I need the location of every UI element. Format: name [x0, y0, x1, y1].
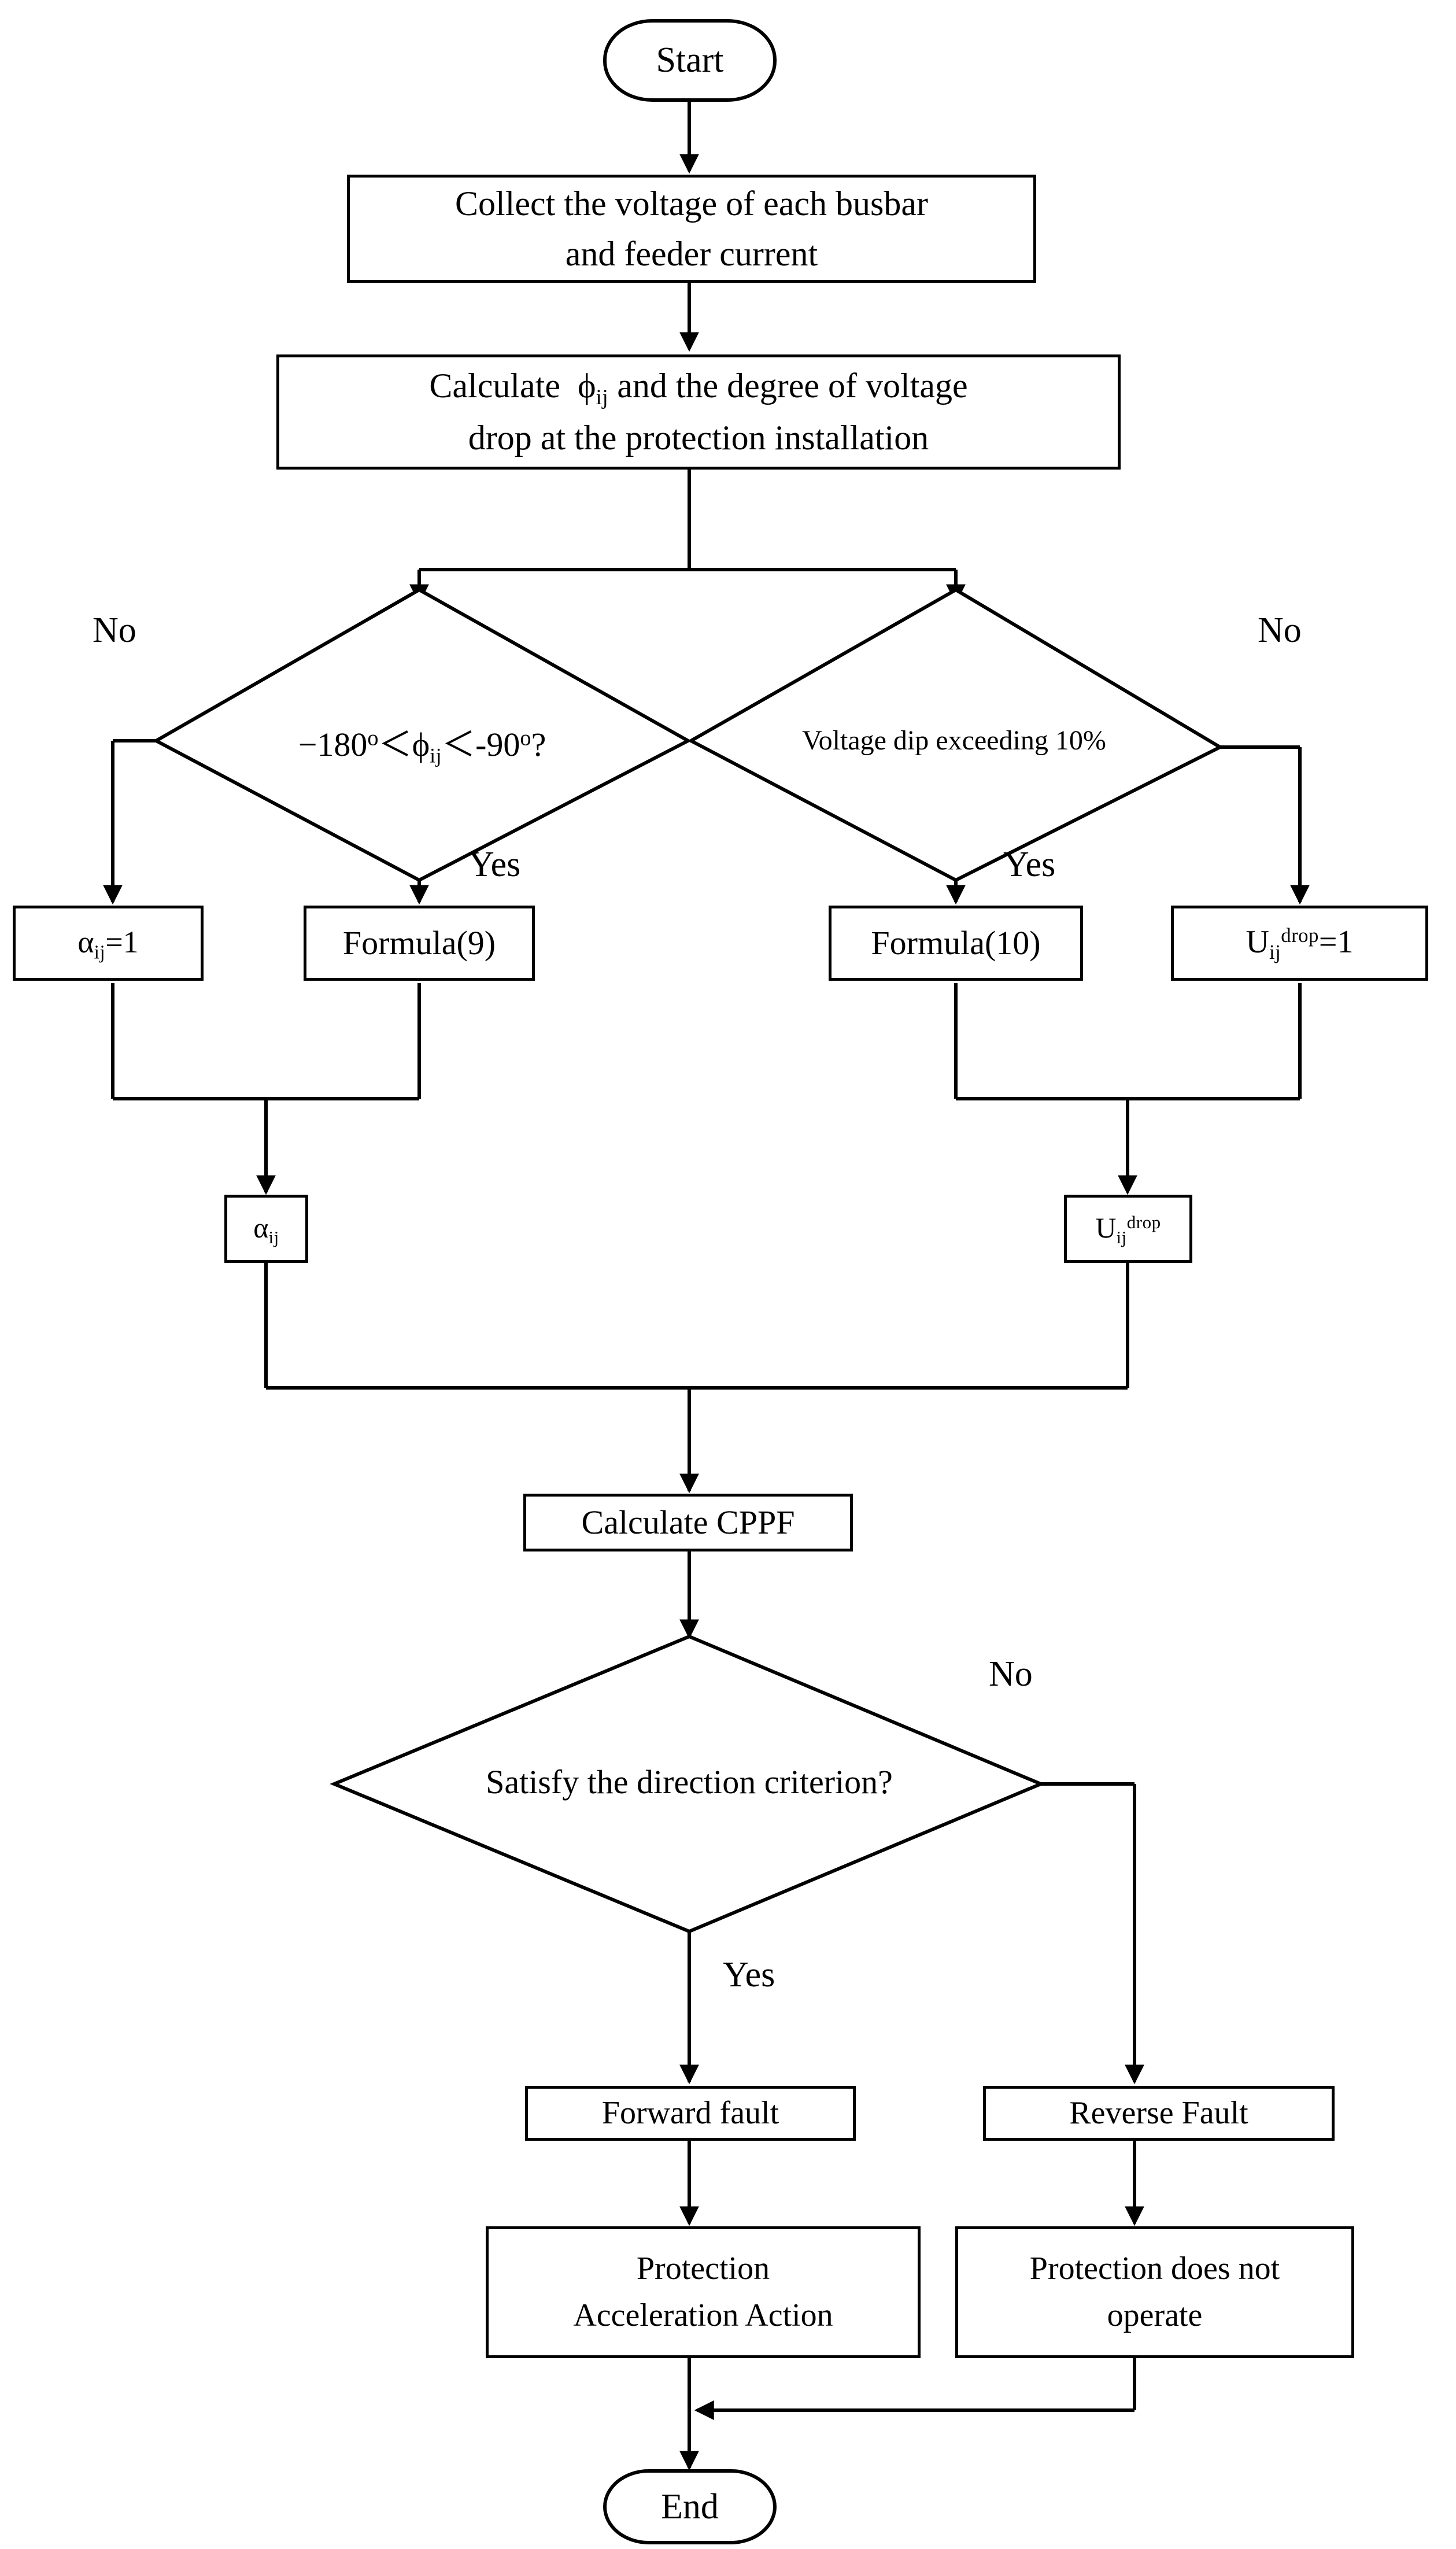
phi-symbol-decision: ϕ: [412, 726, 430, 763]
node-formula-10[interactable]: Formula(10): [829, 906, 1083, 981]
node-forward-fault[interactable]: Forward fault: [525, 2086, 856, 2141]
node-start[interactable]: Start: [603, 19, 777, 102]
phase-lower-bound: −180: [298, 726, 368, 763]
u-result-superscript: drop: [1126, 1211, 1161, 1232]
u-result-subscript: ij: [1116, 1227, 1127, 1247]
u-value: =1: [1318, 924, 1354, 961]
protection-nooperate-line1: Protection does not: [1029, 2250, 1280, 2286]
forward-fault-label: Forward fault: [601, 2094, 779, 2131]
edge-label-no-right: No: [1258, 610, 1302, 651]
u-result-symbol: U: [1095, 1211, 1117, 1244]
edge-label-yes-direction: Yes: [723, 1955, 775, 1996]
alpha-result-symbol: α: [253, 1211, 269, 1244]
decision-dip-label[interactable]: Voltage dip exceeding 10%: [723, 725, 1185, 756]
no-direction-text: No: [989, 1654, 1033, 1694]
alpha-equals-one-text: αij=1: [77, 919, 138, 967]
less-than-1: ＜: [378, 726, 412, 763]
protection-nooperate-line2: operate: [1107, 2297, 1203, 2333]
node-end-label: End: [661, 2487, 719, 2526]
edge-label-yes-right: Yes: [1003, 844, 1055, 885]
degree-sign-b: o: [520, 726, 531, 751]
protection-accel-line1: Protection: [636, 2250, 770, 2286]
node-alpha-equals-one[interactable]: αij=1: [13, 906, 204, 981]
decision-phase-label[interactable]: −180o＜ϕij＜-90o?: [179, 717, 665, 768]
yes-right-text: Yes: [1003, 845, 1056, 884]
alpha-subscript: ij: [94, 941, 106, 963]
node-collect-line2: and feeder current: [565, 234, 818, 273]
phase-upper-bound: -90: [475, 726, 520, 763]
yes-direction-text: Yes: [723, 1955, 775, 1994]
node-calculate-phi-line1: Calculate ϕij and the degree of voltage: [429, 361, 967, 413]
calc-rest: and the degree of voltage: [617, 366, 968, 405]
decision-dip-text: Voltage dip exceeding 10%: [802, 725, 1106, 756]
node-udrop-equals-one[interactable]: Uijdrop=1: [1171, 906, 1428, 981]
node-calculate-phi[interactable]: Calculate ϕij and the degree of voltage …: [276, 354, 1121, 470]
node-alpha-result[interactable]: αij: [224, 1195, 308, 1263]
alpha-value: =1: [105, 924, 139, 959]
node-end[interactable]: End: [603, 2469, 777, 2544]
alpha-result-subscript: ij: [268, 1227, 279, 1247]
node-calculate-phi-line2: drop at the protection installation: [468, 419, 929, 457]
node-protection-not-operate[interactable]: Protection does not operate: [955, 2226, 1354, 2358]
udrop-equals-one-text: Uijdrop=1: [1246, 919, 1354, 967]
phi-subscript-decision: ij: [430, 744, 442, 767]
edge-label-no-direction: No: [989, 1654, 1033, 1695]
node-reverse-fault[interactable]: Reverse Fault: [983, 2086, 1335, 2141]
reverse-fault-label: Reverse Fault: [1069, 2094, 1248, 2131]
protection-accel-line2: Acceleration Action: [573, 2297, 833, 2333]
node-calculate-cppf[interactable]: Calculate CPPF: [523, 1494, 853, 1551]
calculate-cppf-label: Calculate CPPF: [581, 1503, 795, 1541]
no-left-text: No: [93, 611, 136, 650]
formula-10-label: Formula(10): [871, 923, 1041, 962]
alpha-result-text: αij: [253, 1207, 279, 1251]
u-symbol: U: [1246, 924, 1269, 961]
decision-direction-text: Satisfy the direction criterion?: [486, 1763, 893, 1801]
edge-label-yes-left: Yes: [468, 844, 520, 885]
alpha-symbol: α: [77, 924, 94, 959]
node-formula-9[interactable]: Formula(9): [304, 906, 535, 981]
degree-sign-a: o: [367, 726, 379, 751]
u-subscript: ij: [1269, 941, 1281, 964]
less-than-2: ＜: [442, 726, 476, 763]
no-right-text: No: [1258, 611, 1302, 650]
formula-9-label: Formula(9): [342, 923, 496, 962]
edge-label-no-left: No: [93, 610, 136, 651]
decision-direction-label[interactable]: Satisfy the direction criterion?: [371, 1763, 1007, 1801]
node-collect-voltage[interactable]: Collect the voltage of each busbar and f…: [347, 175, 1036, 283]
yes-left-text: Yes: [468, 845, 521, 884]
u-superscript: drop: [1281, 924, 1319, 947]
phi-symbol: ϕ: [577, 366, 596, 405]
question-mark: ?: [531, 726, 546, 763]
node-start-label: Start: [656, 40, 724, 80]
calc-word: Calculate: [429, 366, 560, 405]
node-protection-acceleration[interactable]: Protection Acceleration Action: [486, 2226, 921, 2358]
node-udrop-result[interactable]: Uijdrop: [1064, 1195, 1192, 1263]
phi-subscript: ij: [596, 385, 609, 409]
node-collect-line1: Collect the voltage of each busbar: [454, 184, 929, 223]
udrop-result-text: Uijdrop: [1095, 1207, 1161, 1251]
